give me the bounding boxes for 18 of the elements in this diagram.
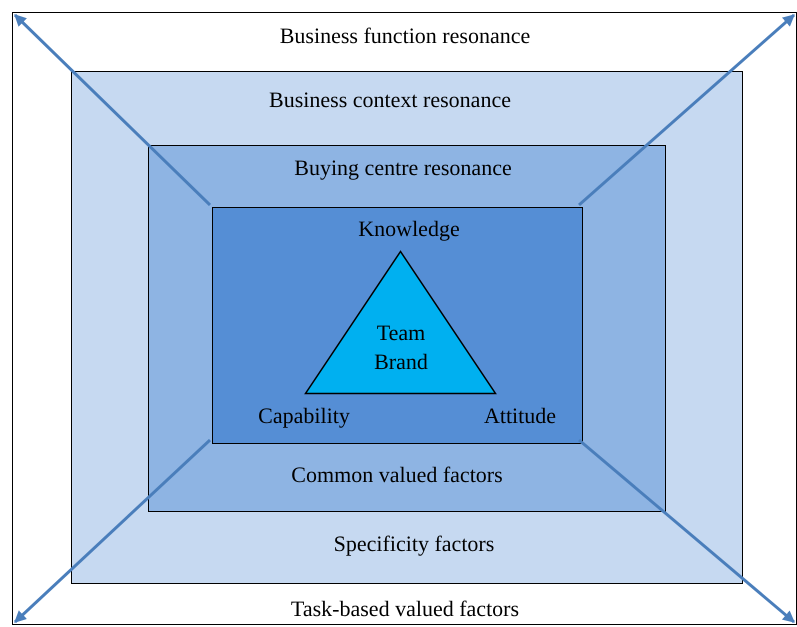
band-label: Common valued factors: [291, 462, 503, 488]
band-label: Specificity factors: [334, 531, 494, 557]
buying-centre-band: [148, 145, 666, 512]
arrow: [14, 438, 212, 624]
band-label: Business function resonance: [280, 23, 530, 49]
arrow: [14, 14, 212, 206]
outer-box: [12, 12, 797, 625]
arrow: [578, 438, 795, 624]
band-label: Business context resonance: [269, 87, 511, 113]
vertex-label: Capability: [258, 403, 350, 429]
band-label: Buying centre resonance: [294, 155, 512, 181]
vertex-label: Attitude: [484, 403, 556, 429]
vertex-label: Knowledge: [358, 216, 460, 242]
band-label: Task-based valued factors: [290, 596, 520, 622]
triangle-label: Team Brand: [373, 319, 429, 376]
context-band: [71, 71, 743, 584]
inner-box: [212, 207, 583, 444]
arrow: [578, 14, 795, 206]
